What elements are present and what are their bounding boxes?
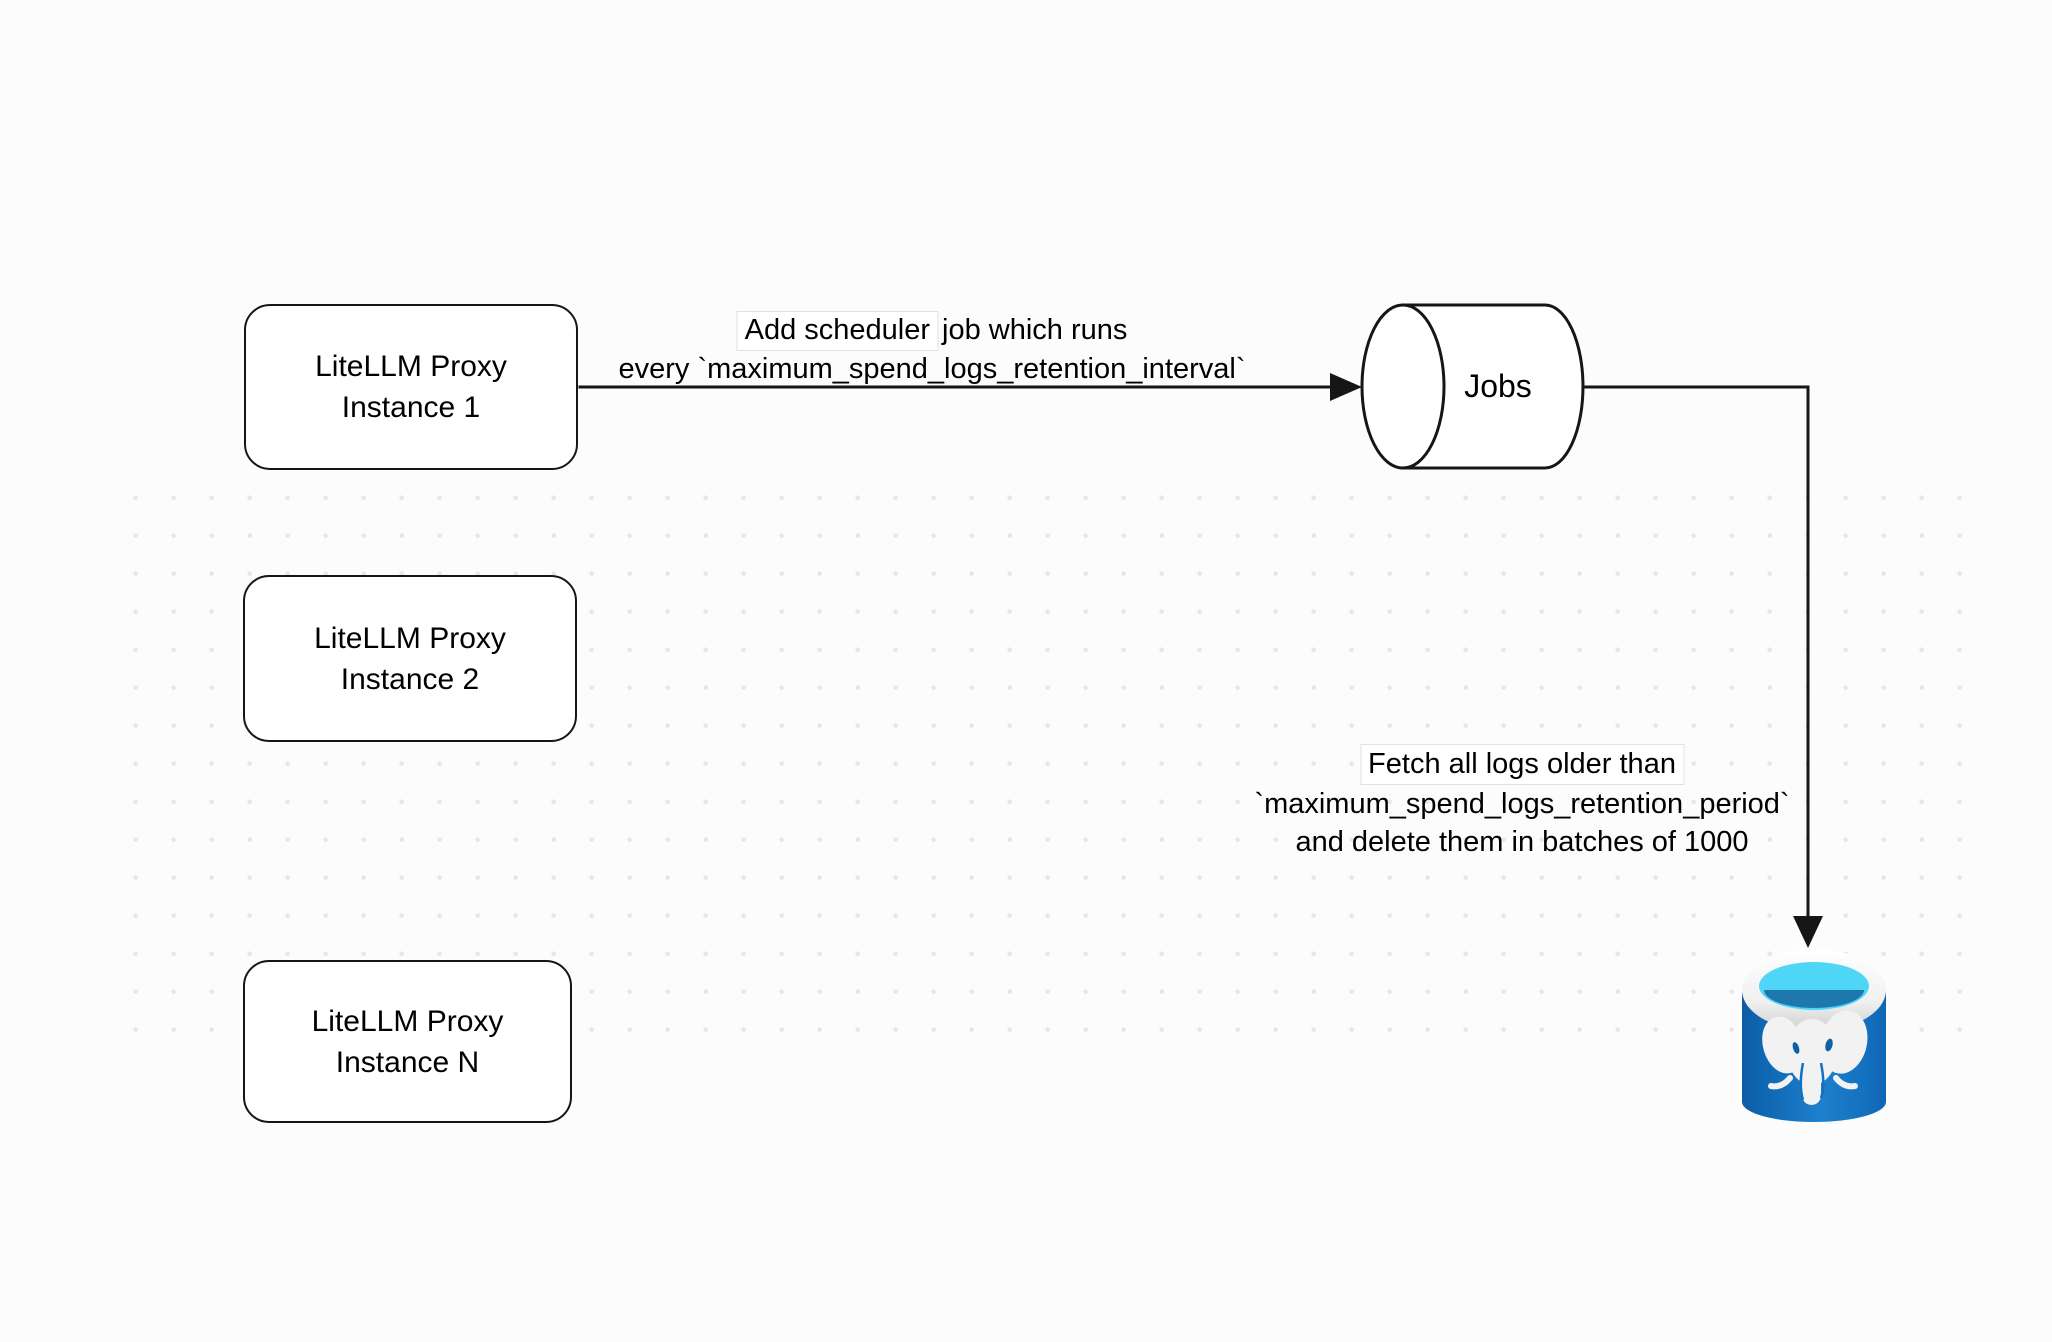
postgres-water-shadow [1764, 990, 1864, 1008]
edge-label-line-2: `maximum_spend_logs_retention_period` [1254, 788, 1790, 820]
postgresql-elephant-icon [1762, 1010, 1868, 1105]
jobs-node-label: Jobs [1464, 368, 1532, 404]
node-label-line: Instance N [335, 1045, 480, 1079]
elephant-face [1787, 1019, 1837, 1085]
node-label-line: LiteLLM Proxy [311, 1004, 504, 1038]
edge-label-line-2: every `maximum_spend_logs_retention_inte… [618, 353, 1246, 385]
edge-jobs-to-postgres-shaft [1583, 385, 1810, 918]
node-label-line: Instance 2 [340, 662, 480, 696]
edge-label-line-1: Fetch all logs older than [1254, 744, 1789, 785]
arrowhead-down-icon [1793, 916, 1823, 948]
edge-label-line-3: and delete them in batches of 1000 [1295, 826, 1749, 858]
edge-jobs-to-postgres [1583, 385, 1823, 948]
jobs-cylinder-cap [1360, 303, 1446, 470]
postgresql-database-icon [1742, 949, 1886, 1122]
edge-proxy-to-jobs [578, 373, 1362, 401]
edge-label-highlighted-text: Add scheduler [736, 311, 939, 351]
arrowhead-right-icon [1330, 373, 1362, 401]
elephant-left-eye [1792, 1042, 1800, 1054]
jobs-cylinder-body [1401, 303, 1585, 470]
elephant-right-eye [1825, 1038, 1833, 1052]
node-litellm-proxy-instance-1: LiteLLM Proxy Instance 1 [244, 304, 578, 470]
edge-label-fetch-and-delete: Fetch all logs older than `maximum_spend… [1254, 744, 1790, 861]
elephant-trunk-groove-left [1799, 1062, 1805, 1101]
node-litellm-proxy-instance-2: LiteLLM Proxy Instance 2 [243, 575, 577, 742]
node-litellm-proxy-instance-n: LiteLLM Proxy Instance N [243, 960, 572, 1123]
elephant-left-tusk [1768, 1075, 1793, 1090]
elephant-trunk-groove-right [1819, 1062, 1825, 1099]
node-label-line: LiteLLM Proxy [315, 350, 507, 383]
elephant-trunk [1802, 1060, 1821, 1105]
elephant-right-tusk [1833, 1075, 1858, 1090]
jobs-node: Jobs [1360, 303, 1585, 470]
node-label-line: LiteLLM Proxy [314, 621, 506, 655]
edge-label-text: job which runs [942, 314, 1128, 346]
node-label-line: Instance 1 [341, 391, 481, 424]
edge-label-highlighted-text: Fetch all logs older than [1360, 744, 1684, 785]
